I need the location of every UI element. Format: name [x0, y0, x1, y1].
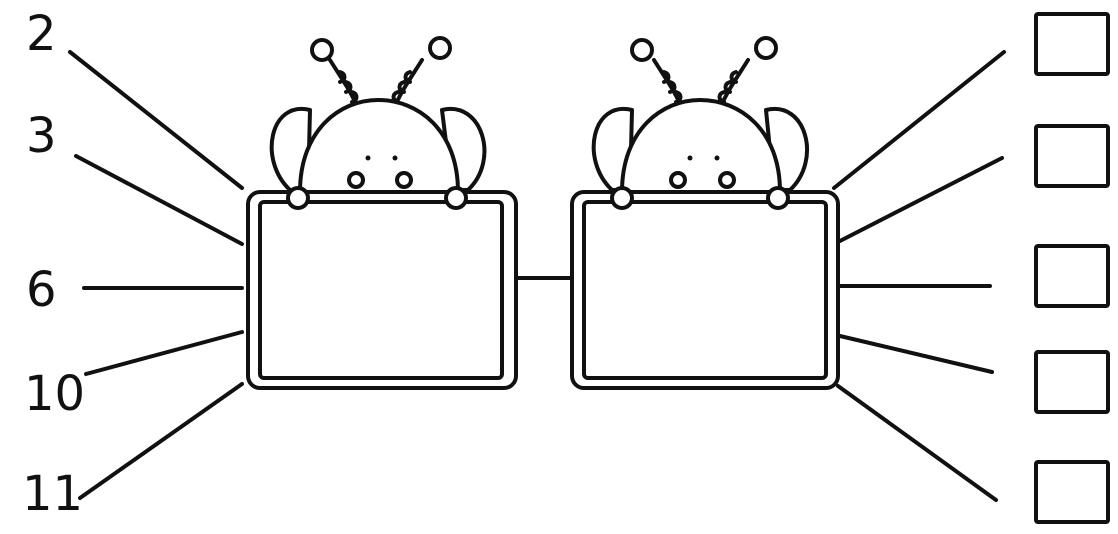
- connector-line-3: [74, 154, 244, 246]
- eye-left: [365, 155, 371, 161]
- connector-line-r1: [832, 50, 1006, 190]
- bee-head: [620, 98, 782, 194]
- antenna-right: [717, 58, 750, 106]
- eye-right: [714, 155, 720, 161]
- antenna-tip-right: [754, 36, 778, 60]
- answer-box[interactable]: [1034, 350, 1110, 414]
- connector-line-r4: [838, 334, 994, 374]
- number-label: 3: [26, 108, 57, 164]
- antenna-tip-right: [428, 36, 452, 60]
- antenna-left: [652, 58, 683, 106]
- connector-line-11: [78, 382, 244, 500]
- number-label: 2: [26, 6, 57, 62]
- eye-right: [392, 155, 398, 161]
- connector-line-r2: [836, 156, 1004, 244]
- cheek-left: [347, 171, 365, 189]
- bee-right: [570, 36, 840, 390]
- hand-right: [444, 186, 468, 210]
- bee-head: [298, 98, 460, 194]
- cheek-left: [669, 171, 687, 189]
- antenna-tip-left: [630, 38, 654, 62]
- cheek-right: [395, 171, 413, 189]
- board-left-inner: [258, 200, 504, 380]
- antenna-right: [391, 58, 424, 106]
- antenna-left: [328, 58, 359, 106]
- answer-box[interactable]: [1034, 244, 1110, 308]
- answer-box[interactable]: [1034, 12, 1110, 76]
- hand-left: [610, 186, 634, 210]
- antenna-tip-left: [310, 38, 334, 62]
- board-right-inner: [582, 200, 828, 380]
- connector-line-10: [84, 330, 244, 376]
- hand-right: [766, 186, 790, 210]
- answer-box[interactable]: [1034, 460, 1110, 524]
- connector-line-2: [68, 50, 244, 190]
- hand-left: [286, 186, 310, 210]
- number-label: 11: [22, 466, 84, 522]
- number-label: 10: [24, 366, 86, 422]
- eye-left: [687, 155, 693, 161]
- connector-line-r5: [836, 384, 998, 502]
- answer-box[interactable]: [1034, 124, 1110, 188]
- number-label: 6: [26, 262, 57, 318]
- cheek-right: [718, 171, 736, 189]
- bee-left: [246, 36, 518, 390]
